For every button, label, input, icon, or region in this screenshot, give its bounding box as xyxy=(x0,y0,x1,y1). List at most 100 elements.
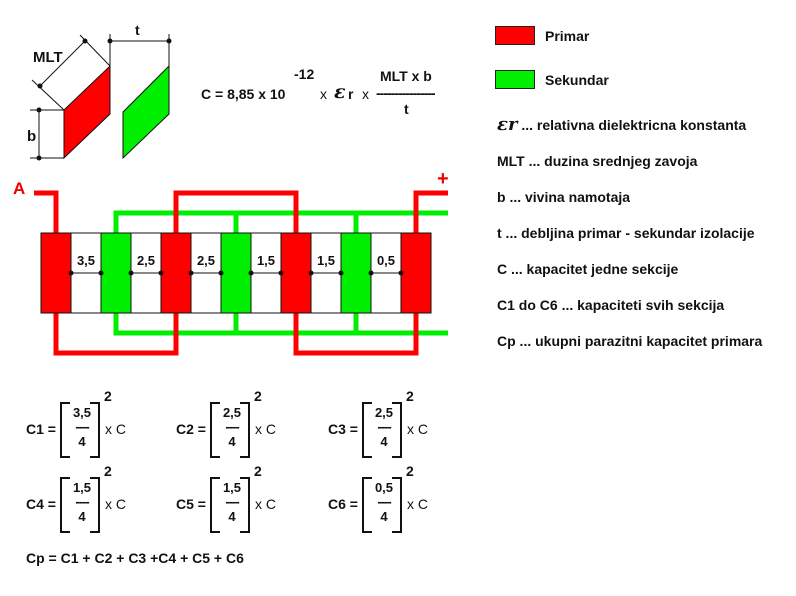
dimension-dot xyxy=(158,270,164,276)
definition-t: t ... debljina primar - sekundar izolaci… xyxy=(497,225,755,241)
formula-r: r xyxy=(348,86,354,102)
formula-exponent: 2 xyxy=(406,463,414,479)
formula-tail: x C xyxy=(407,496,428,512)
primary-top-link xyxy=(173,190,299,233)
secondary-top-rail xyxy=(113,210,448,233)
formula-tail: x C xyxy=(255,496,276,512)
legend-label-sekundar: Sekundar xyxy=(545,72,609,88)
right-bracket xyxy=(240,477,250,533)
formula-exponent: 2 xyxy=(254,463,262,479)
gap-label: 0,5 xyxy=(376,253,396,268)
left-bracket xyxy=(60,477,70,533)
legend-swatch-sekundar xyxy=(495,70,535,89)
formula-x2: x xyxy=(362,86,369,102)
sekundar-section xyxy=(100,232,132,314)
dimension-dot xyxy=(368,270,374,276)
fraction-dashes: ---- xyxy=(75,419,89,434)
formula-lhs: C = 8,85 x 10 xyxy=(201,86,286,102)
primar-section xyxy=(40,232,72,314)
dimension-dot xyxy=(218,270,224,276)
left-bracket xyxy=(362,477,372,533)
dimension-dot xyxy=(278,270,284,276)
primar-section xyxy=(160,232,192,314)
mlt-dimension-line xyxy=(39,40,86,87)
fraction-denominator: 4 xyxy=(78,434,86,449)
dimension-dot xyxy=(82,38,88,44)
formula-exponent: 2 xyxy=(104,388,112,404)
definition-c: C ... kapacitet jedne sekcije xyxy=(497,261,679,277)
t-label: t xyxy=(135,22,140,38)
terminal-a-label: A xyxy=(13,179,26,198)
definition-mlt: MLT ... duzina srednjeg zavoja xyxy=(497,153,698,169)
fraction-denominator: 4 xyxy=(78,509,86,524)
secondary-plate xyxy=(122,64,170,160)
sekundar-section xyxy=(220,232,252,314)
gap-label: 2,5 xyxy=(136,253,156,268)
formula-denominator: t xyxy=(404,101,409,117)
formula-tail: x C xyxy=(255,421,276,437)
gap-label: 1,5 xyxy=(316,253,336,268)
gap-label: 1,5 xyxy=(256,253,276,268)
primary-lead-plus xyxy=(413,190,448,233)
dimension-dot xyxy=(98,270,104,276)
primary-bottom-link xyxy=(293,313,419,356)
formula-x1: x xyxy=(320,86,327,102)
fraction-numerator: 1,5 xyxy=(72,480,92,495)
fraction-denominator: 4 xyxy=(380,509,388,524)
dimension-dot xyxy=(36,155,42,161)
fraction-numerator: 2,5 xyxy=(374,405,394,420)
dimension-dot xyxy=(308,270,314,276)
legend-swatch-primar xyxy=(495,26,535,45)
formula-exponent: 2 xyxy=(406,388,414,404)
fraction-numerator: 1,5 xyxy=(222,480,242,495)
primary-lead-a xyxy=(34,190,59,233)
dimension-dot xyxy=(248,270,254,276)
fraction-dashes: ---- xyxy=(377,494,391,509)
legend-label-primar: Primar xyxy=(545,28,590,44)
left-bracket xyxy=(210,477,220,533)
fraction-numerator: 2,5 xyxy=(222,405,242,420)
primar-section xyxy=(400,232,432,314)
mlt-extension-line xyxy=(31,79,65,111)
fraction-denominator: 4 xyxy=(380,434,388,449)
right-bracket xyxy=(90,402,100,458)
terminal-plus-label: + xyxy=(437,168,449,190)
formula-tail: x C xyxy=(105,421,126,437)
right-bracket xyxy=(240,402,250,458)
left-bracket xyxy=(60,402,70,458)
fraction-denominator: 4 xyxy=(228,434,236,449)
formula-name: C6 = xyxy=(328,496,358,512)
left-bracket xyxy=(210,402,220,458)
dimension-dot xyxy=(398,270,404,276)
dimension-dot xyxy=(128,270,134,276)
right-bracket xyxy=(392,402,402,458)
fraction-numerator: 0,5 xyxy=(374,480,394,495)
formula-exponent: -12 xyxy=(294,66,315,82)
definition-cp: Cp ... ukupni parazitni kapacitet primar… xyxy=(497,333,763,349)
gap-label: 3,5 xyxy=(76,253,96,268)
left-bracket xyxy=(362,402,372,458)
formula-name: C3 = xyxy=(328,421,358,437)
total-formula: Cp = C1 + C2 + C3 +C4 + C5 + C6 xyxy=(26,550,244,566)
fraction-numerator: 3,5 xyxy=(72,405,92,420)
formula-name: C4 = xyxy=(26,496,56,512)
formula-name: C5 = xyxy=(176,496,206,512)
definition-epsilon: εr ... relativna dielektricna konstanta xyxy=(497,114,746,135)
epsilon-symbol: ε xyxy=(334,81,346,103)
right-bracket xyxy=(90,477,100,533)
primary-bottom-link xyxy=(53,313,179,356)
formula-exponent: 2 xyxy=(104,463,112,479)
dimension-dot xyxy=(37,83,43,89)
secondary-bottom-rail xyxy=(113,313,448,336)
formula-tail: x C xyxy=(105,496,126,512)
mlt-label: MLT xyxy=(33,49,63,66)
formula-dashes: ---------------- xyxy=(376,85,436,101)
formula-tail: x C xyxy=(407,421,428,437)
b-label: b xyxy=(27,128,37,145)
dimension-dot xyxy=(107,38,113,44)
epsilon-symbol: εr xyxy=(497,114,518,135)
right-bracket xyxy=(392,477,402,533)
definition-b: b ... vivina namotaja xyxy=(497,189,631,205)
formula-numerator: MLT x b xyxy=(380,68,432,84)
